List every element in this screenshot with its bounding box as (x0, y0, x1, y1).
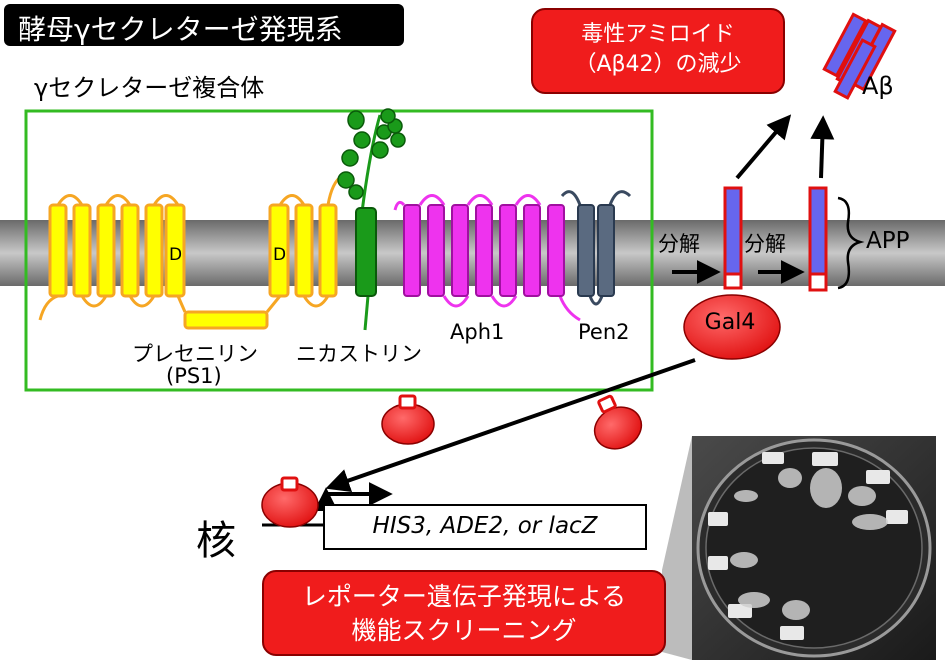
toxic-box-line2: （Aβ42）の減少 (574, 52, 742, 77)
reporter-genes-box: HIS3, ADE2, or lacZ (323, 504, 647, 550)
nicastrin-label: ニカストリン (296, 342, 422, 366)
screening-box: レポーター遺伝子発現による 機能スクリーニング (262, 570, 666, 656)
gal4-label: Gal4 (704, 310, 756, 335)
presenilin (48, 203, 338, 330)
yeast-plate-photo (692, 436, 936, 660)
abeta-label: Aβ (862, 72, 894, 100)
ps1-helix (144, 203, 164, 298)
ps1-motif-d-2: D (273, 245, 287, 265)
cleavage-label-1: 分解 (658, 232, 700, 256)
ps1-helix (268, 203, 290, 298)
title-box: 酵母γセクレターゼ発現系 (4, 4, 404, 46)
pen2 (560, 190, 632, 306)
ps1-loop-segment (183, 310, 269, 330)
transcription-arrow (324, 482, 393, 506)
gal4-bound (261, 476, 319, 528)
screening-box-line2: 機能スクリーニング (351, 616, 577, 645)
cleavage-arrows (314, 114, 835, 512)
gal4-free-1 (381, 394, 435, 445)
ps1-helix (294, 203, 314, 298)
app-brace (837, 196, 865, 290)
gal4-free-2 (593, 394, 643, 450)
reporter-genes-label: HIS3, ADE2, or lacZ (372, 513, 598, 539)
ps1-helix (318, 203, 338, 298)
gal4-protein (683, 294, 781, 360)
page-title: 酵母γセクレターゼ発現系 (18, 13, 343, 46)
toxic-box-line1: 毒性アミロイド (581, 22, 735, 47)
abeta-fibrils (822, 12, 897, 100)
ps1-motif-d-1: D (169, 245, 183, 265)
nicastrin (337, 108, 406, 331)
pen2-label: Pen2 (578, 320, 630, 344)
app-label: APP (866, 228, 910, 254)
app-molecule-cleaved-1 (723, 186, 743, 290)
aph1 (393, 194, 581, 322)
app-molecule-cleaved-2 (808, 186, 828, 292)
presenilin-sublabel: (PS1) (166, 364, 222, 388)
photo-callout (662, 436, 692, 660)
ps1-helix (120, 203, 140, 298)
aph1-label: Aph1 (450, 320, 505, 344)
screening-box-line1: レポーター遺伝子発現による (301, 582, 627, 611)
cell-membrane (0, 220, 945, 286)
ps1-helix (72, 203, 92, 298)
ps1-helix (164, 203, 186, 298)
cleavage-label-2: 分解 (744, 232, 786, 256)
presenilin-label: プレセニリン (132, 342, 258, 366)
toxic-amyloid-box: 毒性アミロイド （Aβ42）の減少 (531, 8, 785, 94)
complex-frame (24, 109, 654, 392)
nucleus-label: 核 (196, 518, 236, 564)
complex-label: γセクレターゼ複合体 (34, 74, 265, 102)
ps1-helix (96, 203, 116, 298)
ps1-helix (48, 203, 68, 298)
